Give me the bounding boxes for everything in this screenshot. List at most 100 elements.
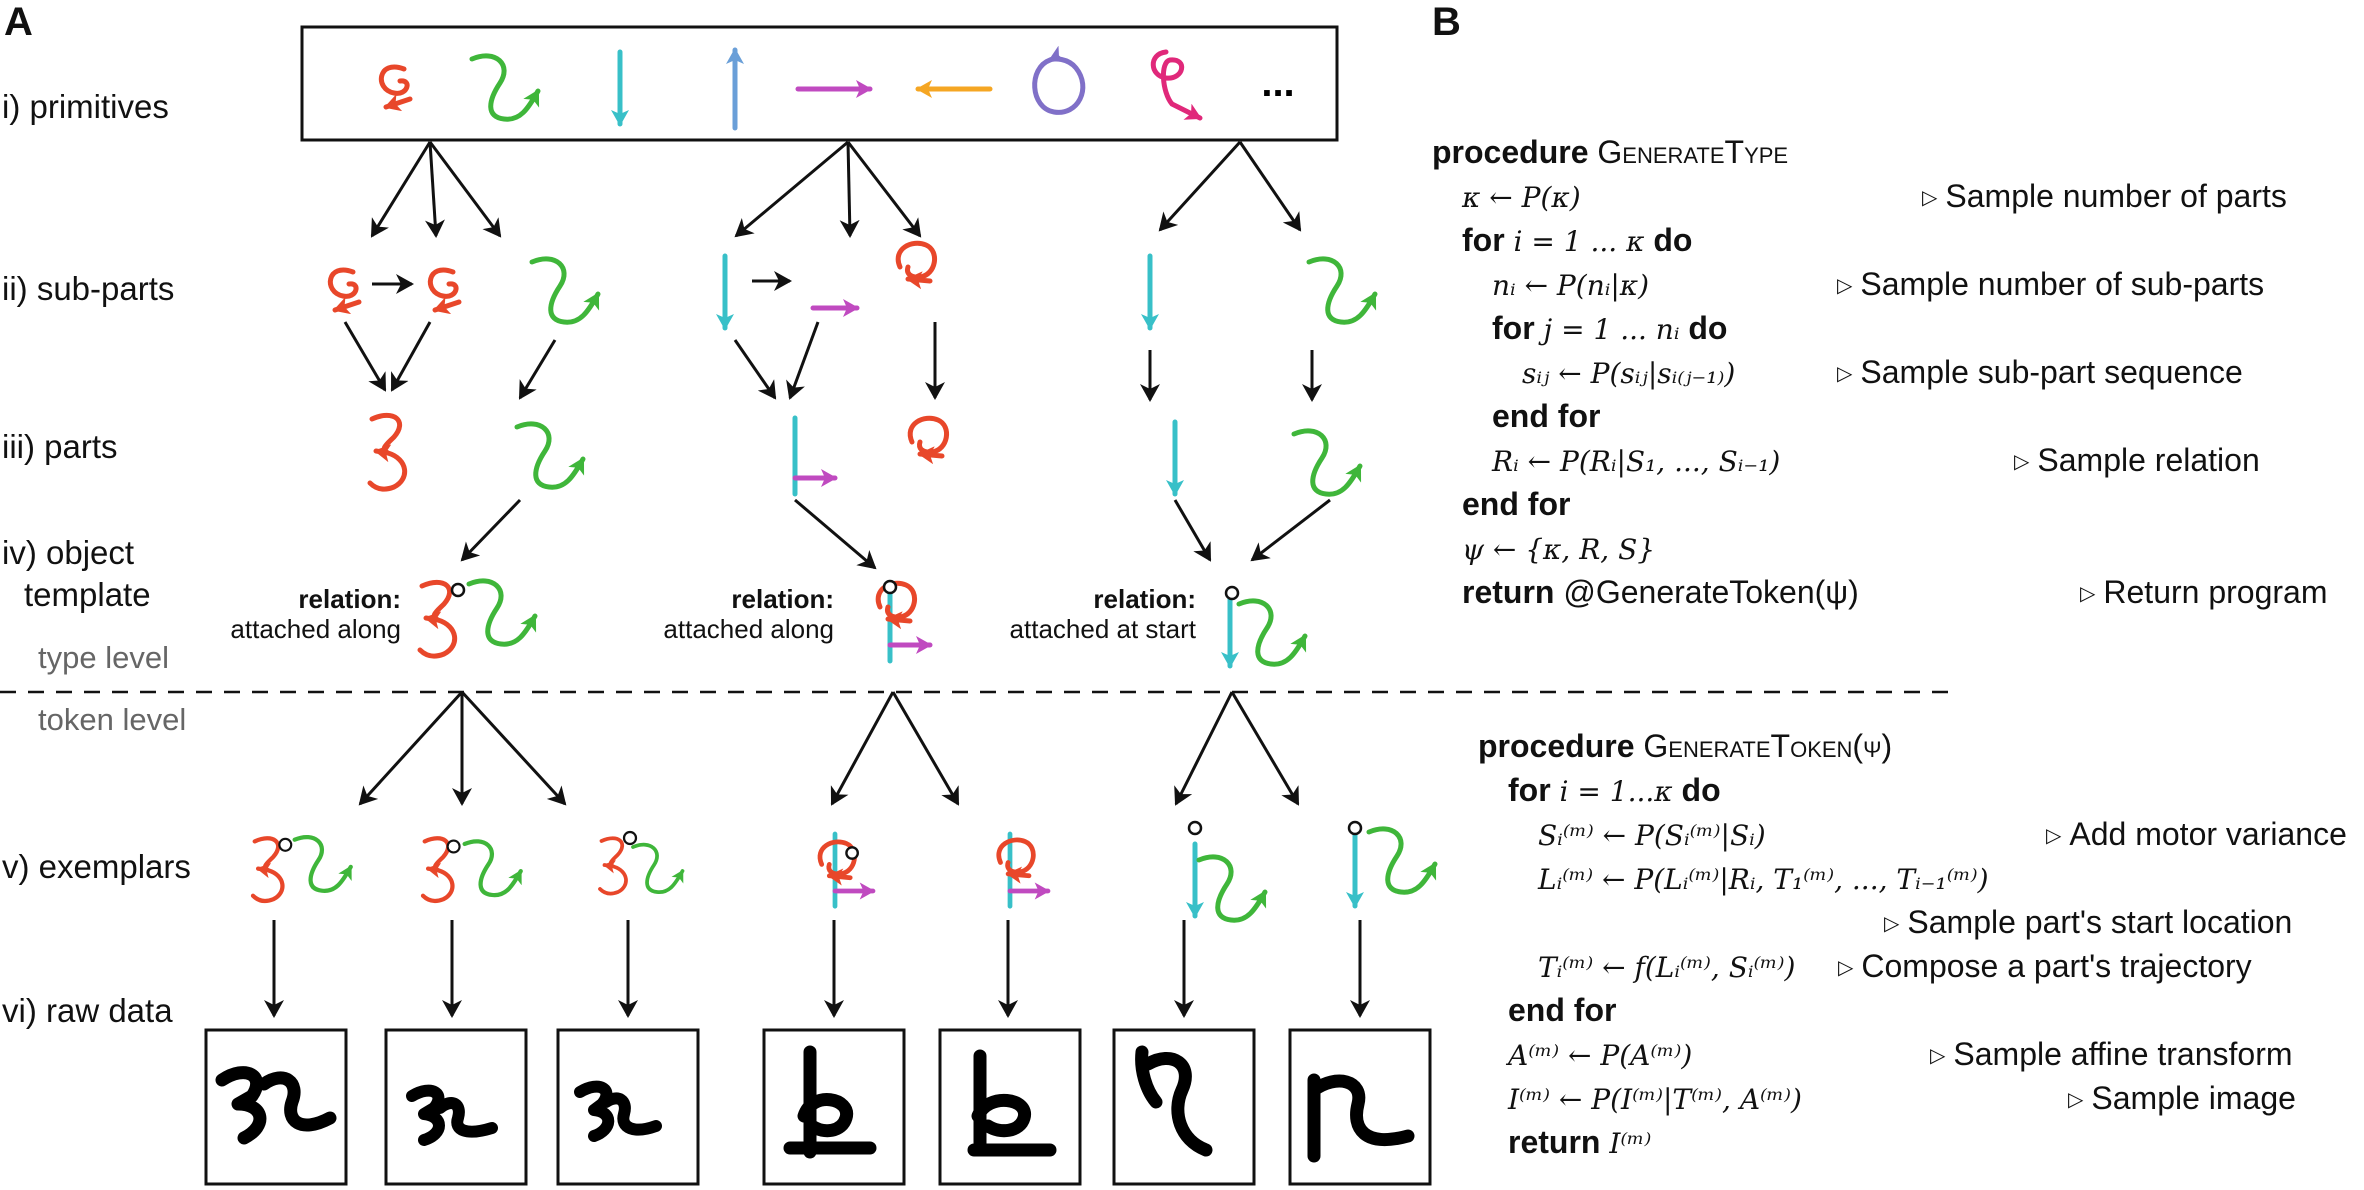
algorithm-line: sᵢⱼ ← P(sᵢⱼ|sᵢ₍ⱼ₋₁₎) ▷Sample sub-part se… <box>1432 350 2352 394</box>
connector-arrow <box>830 691 895 806</box>
comment-text: Compose a part's trajectory <box>1861 948 2252 984</box>
subpart-1c <box>532 259 598 322</box>
relation-head: relation: <box>731 584 834 614</box>
algorithm-expression: Sᵢ⁽ᵐ⁾ ← P(Sᵢ⁽ᵐ⁾|Sᵢ) <box>1538 819 1766 852</box>
relation-label-1: relation:attached along <box>230 584 401 644</box>
algorithm-keyword: procedure <box>1432 134 1589 170</box>
exemplar-1 <box>253 837 351 901</box>
primitive-pink-curl <box>1150 49 1203 121</box>
connector-arrow <box>343 321 387 392</box>
algorithm-line: nᵢ ← P(nᵢ|κ) ▷Sample number of sub-parts <box>1432 262 2352 306</box>
comment-text: Sample image <box>2091 1080 2296 1116</box>
connector-arrow <box>428 141 502 238</box>
primitives-ellipsis: ... <box>1261 61 1294 105</box>
algorithm-keyword: return <box>1508 1124 1601 1160</box>
algorithm-line: A⁽ᵐ⁾ ← P(A⁽ᵐ⁾) ▷ Sample affine transform <box>1478 1032 2358 1076</box>
row-label-template-1: iv) object <box>2 534 135 571</box>
algorithm-line: Lᵢ⁽ᵐ⁾ ← P(Lᵢ⁽ᵐ⁾|Rᵢ, T₁⁽ᵐ⁾, ..., Tᵢ₋₁⁽ᵐ⁾) <box>1478 856 2358 900</box>
algorithm-comment: ▷ Sample relation <box>2014 438 2260 484</box>
comment-text: Sample sub-part sequence <box>1860 354 2243 390</box>
connector-arrow <box>358 690 464 806</box>
relation-text: attached along <box>230 614 401 644</box>
algorithm-line: for i = 1...κ do <box>1478 768 2358 812</box>
exemplar-6 <box>1187 820 1265 920</box>
algorithm-expression: A⁽ᵐ⁾ ← P(A⁽ᵐ⁾) <box>1508 1039 1693 1072</box>
subpart-1b <box>430 270 459 310</box>
algorithm-line: I⁽ᵐ⁾ ← P(I⁽ᵐ⁾|T⁽ᵐ⁾, A⁽ᵐ⁾) ▷Sample image <box>1478 1076 2358 1120</box>
template-2 <box>878 579 930 661</box>
row-label-subparts: ii) sub-parts <box>2 270 175 307</box>
raw-box <box>1112 1028 1256 1186</box>
algorithm-comment: ▷Sample part's start location <box>1884 900 2292 946</box>
algorithm-expression: ψ ← {κ, R, S} <box>1462 533 1656 566</box>
exemplar-7 <box>1347 820 1435 906</box>
part-1a <box>370 415 405 489</box>
relation-head: relation: <box>298 584 401 614</box>
algorithm-line: Tᵢ⁽ᵐ⁾ ← f(Lᵢ⁽ᵐ⁾, Sᵢ⁽ᵐ⁾) ▷Compose a part'… <box>1478 944 2358 988</box>
comment-text: Sample relation <box>2037 442 2260 478</box>
connector-arrow <box>1173 499 1212 562</box>
algorithm-expression: I⁽ᵐ⁾ <box>1609 1127 1652 1160</box>
algorithm-text: @GenerateToken(ψ) <box>1563 574 1859 610</box>
algorithm-comment: ▷Sample sub-part sequence <box>1837 350 2243 396</box>
procedure-name: GenerateType <box>1597 134 1789 170</box>
panel-b-letter: B <box>1432 0 1461 44</box>
algorithm-comment: ▷Sample number of sub-parts <box>1837 262 2264 308</box>
algorithm-expression: i = 1...κ <box>1559 775 1673 808</box>
row-label-primitives: i) primitives <box>2 88 169 125</box>
algorithm-keyword: procedure <box>1478 728 1635 764</box>
comment-triangle-icon: ▷ <box>1884 913 1900 935</box>
algorithm-comment: ▷ Sample affine transform <box>1930 1032 2293 1078</box>
connector-arrow <box>1158 140 1242 232</box>
exemplar-4 <box>820 834 873 906</box>
part-1b <box>517 424 583 487</box>
algorithm-keyword: end for <box>1462 486 1571 522</box>
template-1 <box>420 581 535 656</box>
algorithm-expression: i = 1 ... κ <box>1513 225 1645 258</box>
subpart-3b <box>1309 259 1375 322</box>
connector-arrow <box>891 691 960 806</box>
exemplar-5 <box>999 834 1048 906</box>
relation-label-2: relation:attached along <box>663 584 834 644</box>
connector-arrow <box>460 690 567 806</box>
algorithm-line: for i = 1 ... κ do <box>1432 218 2352 262</box>
primitive-red-hook <box>381 67 410 107</box>
row-label-parts: iii) parts <box>2 428 118 465</box>
algorithm-line: ▷Sample part's start location <box>1478 900 2358 944</box>
algorithm-keyword: for <box>1462 222 1505 258</box>
procedure-name: GenerateToken(ψ) <box>1643 728 1893 764</box>
comment-triangle-icon: ▷ <box>2014 451 2030 473</box>
algorithm-line: return @GenerateToken(ψ)▷Return program <box>1432 570 2352 614</box>
comment-triangle-icon: ▷ <box>1930 1045 1946 1067</box>
raw-box <box>556 1028 700 1186</box>
algorithm-comment: ▷Add motor variance <box>2046 812 2347 858</box>
algorithm-line: procedure GenerateType <box>1432 130 2352 174</box>
part-3b <box>1294 431 1360 494</box>
algorithm-keyword: for <box>1508 772 1551 808</box>
connector-arrow <box>1230 691 1300 806</box>
generate-token-procedure: procedure GenerateToken(ψ)for i = 1...κ … <box>1478 724 2358 1164</box>
raw-box <box>384 1028 528 1186</box>
connector-arrow <box>370 141 432 238</box>
algorithm-line: κ ← P(κ) ▷Sample number of parts <box>1432 174 2352 218</box>
raw-box <box>938 1028 1082 1186</box>
panel-a-letter: A <box>4 0 33 44</box>
comment-text: Sample number of parts <box>1945 178 2287 214</box>
algorithm-line: procedure GenerateToken(ψ) <box>1478 724 2358 768</box>
comment-triangle-icon: ▷ <box>1837 275 1853 297</box>
exemplar-2 <box>423 838 521 901</box>
algorithm-line: end for <box>1432 482 2352 526</box>
connector-arrow <box>733 339 777 400</box>
algorithm-expression: Tᵢ⁽ᵐ⁾ ← f(Lᵢ⁽ᵐ⁾, Sᵢ⁽ᵐ⁾) <box>1538 951 1796 984</box>
raw-box <box>1288 1028 1432 1186</box>
template-3 <box>1224 585 1305 666</box>
relation-label-3: relation:attached at start <box>1010 584 1196 644</box>
algorithm-expression: nᵢ ← P(nᵢ|κ) <box>1492 269 1650 302</box>
algorithm-line: for j = 1 ... nᵢ do <box>1432 306 2352 350</box>
part-2b <box>910 418 946 456</box>
comment-text: Sample affine transform <box>1953 1036 2293 1072</box>
subpart-1a <box>330 270 359 310</box>
raw-box <box>762 1028 906 1186</box>
